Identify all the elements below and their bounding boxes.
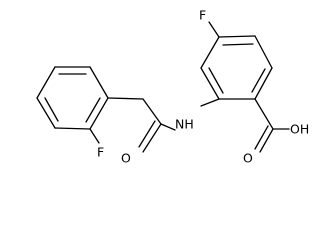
bond — [254, 67, 273, 100]
double-bond-inner — [254, 125, 269, 150]
bond — [259, 128, 274, 153]
bond — [89, 97, 109, 130]
acid-oxygen-label: O — [243, 151, 253, 166]
bond — [200, 36, 220, 69]
amide-nh-label: NH — [175, 117, 194, 132]
bond — [54, 127, 91, 130]
bond — [89, 66, 109, 99]
double-bond-inner — [251, 68, 266, 93]
bond — [89, 128, 100, 144]
fluorine-atom-label: F — [97, 145, 104, 160]
bond — [254, 35, 273, 69]
bond — [142, 123, 162, 153]
double-bond-inner — [138, 120, 156, 148]
double-bond-inner — [85, 97, 101, 123]
fluorine-atom-label: F — [199, 8, 206, 23]
bond — [200, 98, 220, 107]
chemical-structure: F OH O NH O F — [36, 8, 309, 166]
double-bond-inner — [44, 97, 59, 122]
fluorobenzoic-ring — [200, 35, 273, 100]
bond — [107, 97, 144, 100]
bond — [160, 123, 176, 131]
double-bond-inner — [208, 67, 224, 94]
amide-oxygen-label: O — [121, 151, 131, 166]
bond — [36, 66, 56, 99]
double-bond-inner — [222, 43, 254, 46]
bond — [254, 98, 274, 130]
hydroxyl-label: OH — [290, 122, 309, 137]
fluorophenyl-ring — [36, 66, 109, 130]
bond — [36, 97, 56, 129]
bond — [142, 98, 162, 125]
bond — [200, 67, 220, 100]
bond — [218, 35, 256, 38]
bond — [208, 21, 220, 38]
